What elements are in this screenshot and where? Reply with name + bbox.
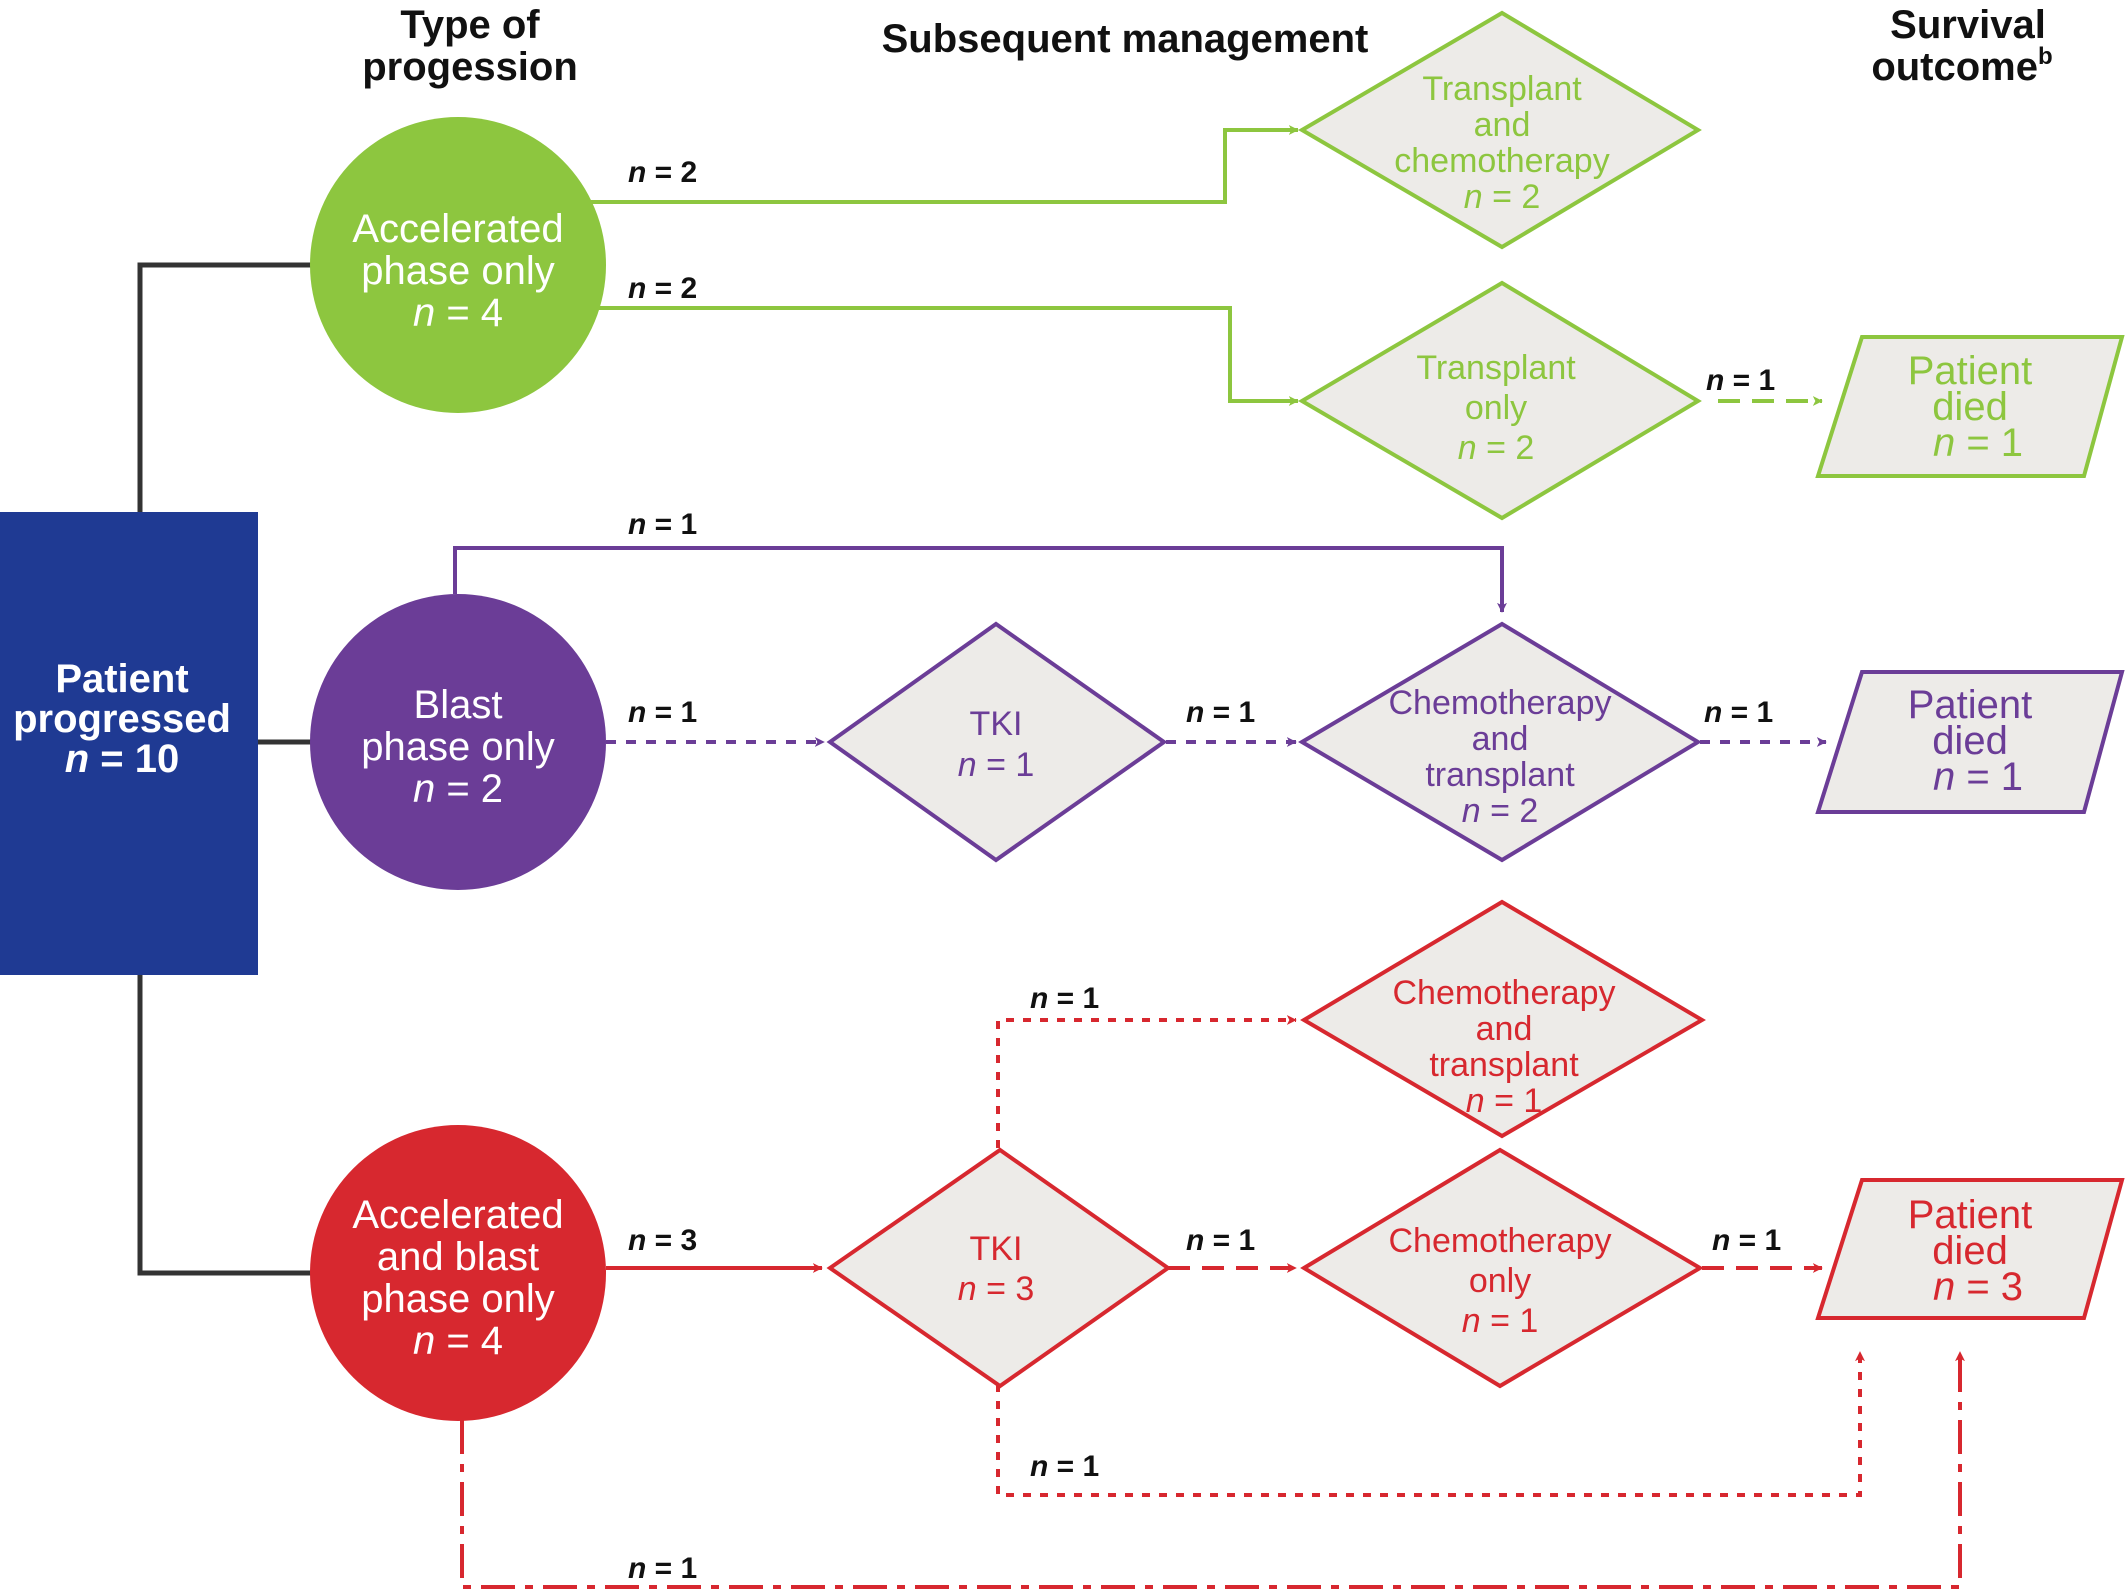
blast-phase-label-line2: phase only xyxy=(361,725,554,769)
red-chemo-only-decision xyxy=(1300,1147,1704,1389)
root-count: n = 10 xyxy=(65,737,180,781)
green-died-label-line2: died xyxy=(1932,385,2008,429)
transplant-only-count: n = 2 xyxy=(1458,429,1535,467)
green-died-label: Patient xyxy=(1908,349,2033,393)
accelerated-phase-node xyxy=(310,117,606,413)
accelerated-phase-label-line2: phase only xyxy=(361,249,554,293)
transplant-chemo-count: n = 2 xyxy=(1464,178,1541,216)
accelerated-blast-label: Accelerated xyxy=(352,1193,563,1237)
edge-label-green-2: n = 2 xyxy=(628,272,697,305)
green-edge-to-transplant-only xyxy=(590,306,1299,406)
edge-label-red-1: n = 3 xyxy=(628,1224,697,1257)
red-chemo-only-count: n = 1 xyxy=(1462,1302,1539,1340)
red-chemo-transplant-label-line2: and xyxy=(1476,1010,1533,1048)
red-edge-node-down-to-died xyxy=(460,1351,1965,1589)
header-survival-outcome: Survival xyxy=(1890,3,2046,47)
purple-chemo-transplant-label-line3: transplant xyxy=(1425,756,1575,794)
edge-label-purple-2: n = 1 xyxy=(1186,696,1255,729)
blast-phase-node xyxy=(310,594,606,890)
purple-tki-label: TKI xyxy=(970,705,1023,743)
transplant-only-label: Transplant xyxy=(1416,349,1576,387)
transplant-chemo-decision xyxy=(1298,10,1702,250)
header-type-of-progression-line2: progession xyxy=(362,45,578,89)
purple-chemo-transplant-decision xyxy=(1298,621,1702,863)
transplant-chemo-label-line3: chemotherapy xyxy=(1394,142,1609,180)
green-died-outcome xyxy=(1815,335,2125,478)
edge-label-red-bottom2: n = 1 xyxy=(628,1552,697,1585)
red-died-count: n = 3 xyxy=(1933,1265,2023,1309)
red-chemo-transplant-label-line3: transplant xyxy=(1429,1046,1579,1084)
purple-tki-decision xyxy=(826,621,1168,863)
root-label: Patient xyxy=(55,657,188,701)
accelerated-phase-count: n = 4 xyxy=(413,291,503,335)
accelerated-blast-node xyxy=(310,1125,606,1421)
edge-label-purple-top: n = 1 xyxy=(628,508,697,541)
accelerated-phase-label: Accelerated xyxy=(352,207,563,251)
green-died-count: n = 1 xyxy=(1933,421,2023,465)
purple-chemo-transplant-label: Chemotherapy xyxy=(1388,684,1611,722)
transplant-only-decision xyxy=(1298,280,1702,521)
red-died-label-line2: died xyxy=(1932,1229,2008,1273)
accelerated-blast-label-line2: and blast xyxy=(377,1235,539,1279)
edge-label-red-3: n = 1 xyxy=(1712,1224,1781,1257)
red-tki-decision xyxy=(826,1147,1172,1389)
edge-label-red-up: n = 1 xyxy=(1030,982,1099,1015)
purple-chemo-transplant-count: n = 2 xyxy=(1462,792,1539,830)
red-chemo-transplant-label: Chemotherapy xyxy=(1392,974,1615,1012)
purple-edge-top-bypass xyxy=(453,546,1507,613)
footnote-marker: b xyxy=(2038,43,2053,70)
root-box xyxy=(0,512,258,975)
blast-phase-count: n = 2 xyxy=(413,767,503,811)
red-chemo-only-label: Chemotherapy xyxy=(1388,1222,1611,1260)
purple-died-label-line2: died xyxy=(1932,719,2008,763)
red-edge-tki-up-to-chemo-transplant xyxy=(996,1015,1297,1148)
blast-phase-label: Blast xyxy=(414,683,503,727)
red-died-label: Patient xyxy=(1908,1193,2033,1237)
purple-died-label: Patient xyxy=(1908,683,2033,727)
accelerated-blast-label-line3: phase only xyxy=(361,1277,554,1321)
purple-tki-count: n = 1 xyxy=(958,746,1035,784)
edge-label-red-2: n = 1 xyxy=(1186,1224,1255,1257)
red-chemo-transplant-count: n = 1 xyxy=(1466,1082,1543,1120)
root-connector-tree xyxy=(137,262,316,1276)
header-survival-outcome-line2: outcomeb xyxy=(1871,43,2052,89)
red-tki-count: n = 3 xyxy=(958,1270,1035,1308)
header-subsequent-management: Subsequent management xyxy=(882,17,1369,61)
transplant-only-label-line2: only xyxy=(1465,389,1527,427)
header-type-of-progression: Type of xyxy=(400,3,540,47)
purple-died-count: n = 1 xyxy=(1933,755,2023,799)
green-edge-to-transplant-chemo xyxy=(590,125,1299,204)
edge-label-green-3: n = 1 xyxy=(1706,364,1775,397)
edge-label-red-bottom1: n = 1 xyxy=(1030,1450,1099,1483)
purple-chemo-transplant-label-line2: and xyxy=(1472,720,1529,758)
edge-label-green-1: n = 2 xyxy=(628,156,697,189)
red-chemo-transplant-decision xyxy=(1300,899,1706,1139)
root-label-line2: progressed xyxy=(13,697,231,741)
accelerated-blast-count: n = 4 xyxy=(413,1319,503,1363)
red-chemo-only-label-line2: only xyxy=(1469,1262,1531,1300)
red-died-outcome xyxy=(1815,1178,2125,1320)
transplant-chemo-label-line2: and xyxy=(1474,106,1531,144)
red-edge-tki-down-to-died xyxy=(996,1351,1865,1497)
transplant-chemo-label: Transplant xyxy=(1422,70,1582,108)
edge-label-purple-3: n = 1 xyxy=(1704,696,1773,729)
purple-died-outcome xyxy=(1815,670,2125,814)
red-tki-label: TKI xyxy=(970,1230,1023,1268)
edge-label-purple-1: n = 1 xyxy=(628,696,697,729)
